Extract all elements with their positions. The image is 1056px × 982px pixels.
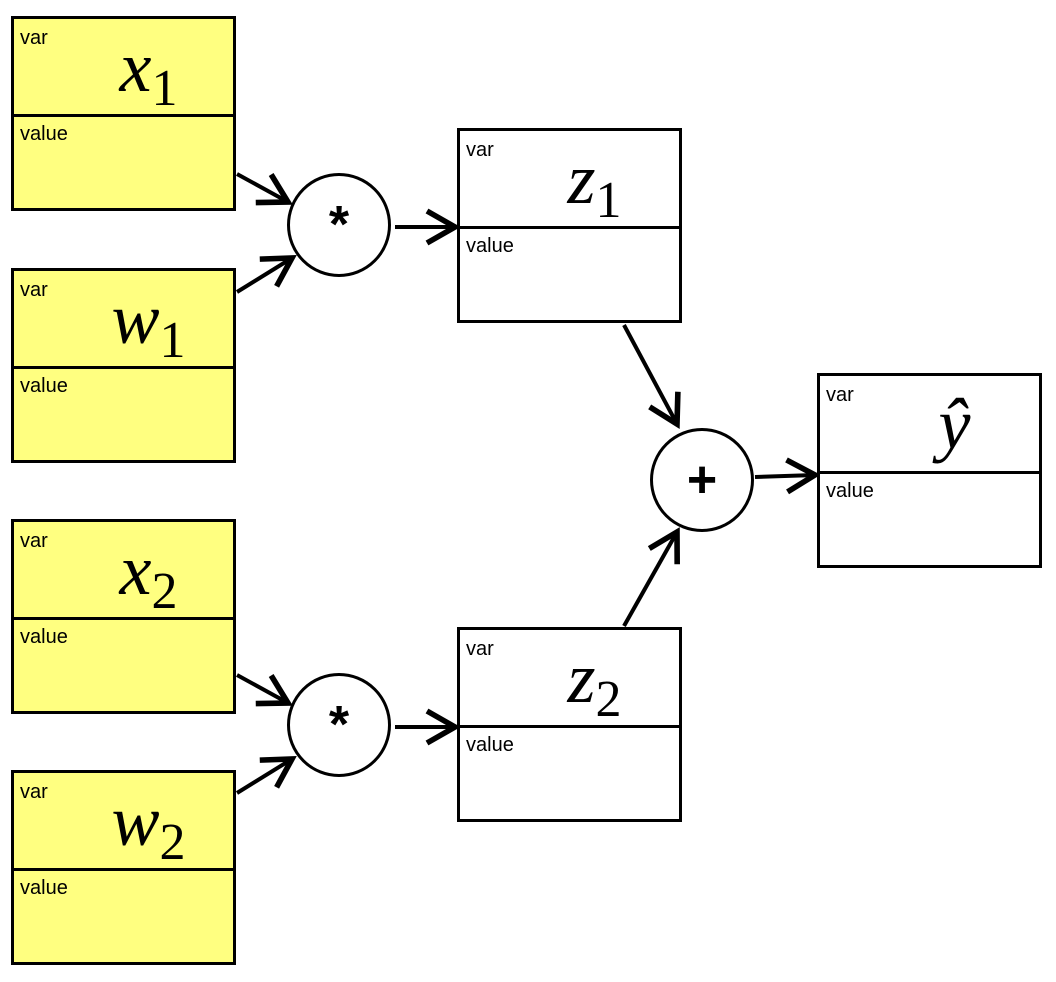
node-z1: var z1 value (457, 128, 682, 323)
node-x2-symbol: x2 (119, 530, 178, 620)
node-yhat-symbol: ŷ (938, 384, 971, 464)
node-w1: var w1 value (11, 268, 236, 463)
node-z1-value-label: value (466, 235, 514, 257)
node-yhat-var-cell (820, 376, 1039, 474)
node-z2-symbol: z2 (567, 638, 622, 728)
node-w1-value-label: value (20, 375, 68, 397)
node-x1-var-cell (14, 19, 233, 117)
node-x2-var-cell (14, 522, 233, 620)
node-yhat-var-label: var (826, 384, 854, 406)
edge-w2-mul2 (235, 756, 297, 795)
node-x1-value-label: value (20, 123, 68, 145)
node-z2-var-cell (460, 630, 679, 728)
node-w1-var-label: var (20, 279, 48, 301)
edge-add-yhat (754, 457, 821, 495)
node-z1-var-label: var (466, 139, 494, 161)
node-w2: var w2 value (11, 770, 236, 965)
node-x1-var-label: var (20, 27, 48, 49)
edge-x2-mul2 (236, 673, 293, 707)
edge-w1-mul1 (235, 255, 297, 294)
op-add: + (650, 428, 754, 532)
node-w1-symbol: w1 (111, 279, 186, 369)
node-w2-symbol: w2 (111, 781, 186, 871)
edge-z1-add (622, 324, 681, 429)
node-z1-var-cell (460, 131, 679, 229)
node-x2-value-label: value (20, 626, 68, 648)
op-multiply-1: * (287, 173, 391, 277)
node-z2-var-label: var (466, 638, 494, 660)
node-w1-var-cell (14, 271, 233, 369)
node-x2: var x2 value (11, 519, 236, 714)
node-w2-var-label: var (20, 781, 48, 803)
node-z2-value-label: value (466, 734, 514, 756)
op-multiply-2: * (287, 673, 391, 777)
node-x1: var x1 value (11, 16, 236, 211)
node-z2: var z2 value (457, 627, 682, 822)
node-w2-value-label: value (20, 877, 68, 899)
node-z1-symbol: z1 (567, 139, 622, 229)
node-yhat: var ŷ value (817, 373, 1042, 568)
node-w2-var-cell (14, 773, 233, 871)
edge-x1-mul1 (236, 172, 293, 206)
node-x2-var-label: var (20, 530, 48, 552)
node-x1-symbol: x1 (119, 27, 178, 117)
edge-z2-add (622, 527, 680, 627)
node-yhat-value-label: value (826, 480, 874, 502)
